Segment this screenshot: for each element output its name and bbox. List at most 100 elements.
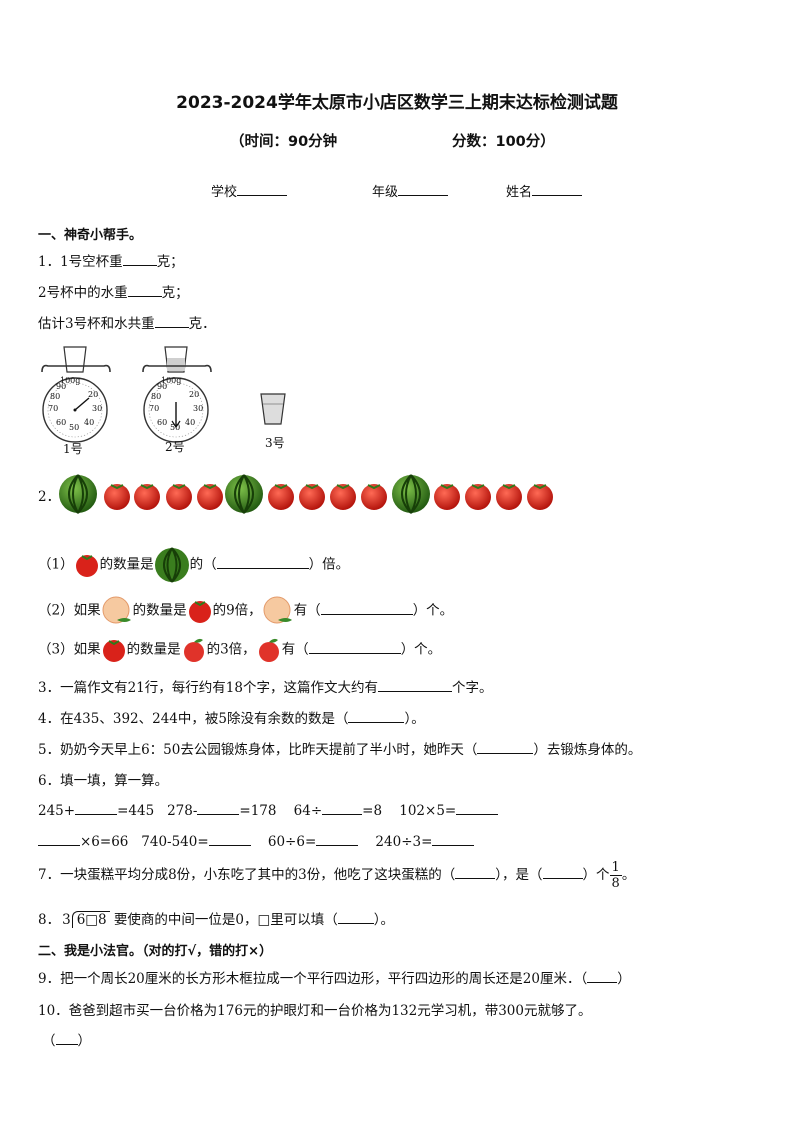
- s1-num-60: 60: [56, 418, 67, 427]
- q6-blank7[interactable]: [316, 832, 359, 846]
- q3-text-a: 3．一篇作文有21行，每行约有18个字，这篇作文大约有: [38, 680, 378, 696]
- caption-1: 1号: [63, 442, 83, 456]
- tomato-icon: [134, 484, 160, 510]
- scale-2: [142, 346, 212, 443]
- divisor: 3: [62, 912, 71, 928]
- q6-heading: 6．填一填，算一算。: [38, 773, 169, 789]
- q2-1-text-c: 的（: [189, 556, 217, 573]
- q8-text-a: 8．: [38, 912, 61, 928]
- q2-2-blank[interactable]: [320, 601, 413, 615]
- q3-blank[interactable]: [377, 678, 452, 692]
- q5: 5．奶奶今天早上6：50去公园锻炼身体，比昨天提前了半小时，她昨天（ ）去锻炼身体…: [38, 738, 641, 758]
- watermelon-icon: [154, 547, 189, 583]
- q6-r1-d: =178: [239, 803, 277, 819]
- tomato-icon: [527, 484, 553, 510]
- s1-num-30: 30: [92, 404, 103, 413]
- q6-blank5[interactable]: [38, 832, 80, 846]
- school-blank[interactable]: [237, 182, 288, 196]
- q6-r2-a: ×6=66: [80, 834, 129, 850]
- q8-text-c: ）。: [373, 912, 395, 928]
- q6-r2-b: 740-540=: [141, 834, 209, 850]
- q6-blank1[interactable]: [75, 801, 118, 815]
- tomato-icon: [75, 555, 98, 577]
- q2-sub3: （3）如果的数量是的3倍，有（）个。: [38, 636, 441, 664]
- q1-blank1[interactable]: [122, 252, 157, 266]
- tomato-icon: [166, 484, 192, 510]
- q1-text-d: 克；: [161, 285, 189, 301]
- page-title: 2023-2024学年太原市小店区数学三上期末达标检测试题: [176, 93, 618, 113]
- q1-text-b: 克；: [156, 254, 184, 270]
- q2-3-text-d: 有（: [281, 641, 309, 658]
- q1-text-e: 估计3号杯和水共重: [38, 316, 155, 332]
- q5-text-b: ）去锻炼身体的。: [533, 742, 642, 758]
- q9-blank[interactable]: [587, 969, 618, 983]
- q7-blank2[interactable]: [542, 865, 583, 879]
- watermelon-icon: [225, 474, 263, 514]
- grade-label: 年级: [372, 185, 399, 200]
- q4-text-a: 4．在435、392、244中，被5除没有余数的数是（: [38, 711, 349, 727]
- s1-num-40: 40: [84, 418, 95, 427]
- q2-3-text-a: （3）如果: [38, 641, 101, 658]
- caption-3: 3号: [265, 436, 285, 450]
- s1-num-80: 80: [50, 392, 61, 401]
- q2-1-text-b: 的数量是: [99, 556, 154, 573]
- q2-1-text-a: （1）: [38, 556, 74, 573]
- q6-row2: ×6=66 740-540= 60÷6= 240÷3=: [38, 832, 475, 850]
- s2-num-50: 50: [170, 423, 181, 432]
- peach-icon: [102, 596, 131, 624]
- q4-blank[interactable]: [348, 709, 405, 723]
- name-label: 姓名: [506, 185, 533, 200]
- q2-2-text-e: ）个。: [412, 602, 454, 619]
- q5-blank[interactable]: [477, 740, 534, 754]
- scale1-top-label: 100g: [60, 376, 81, 385]
- watermelon-icon: [59, 474, 97, 514]
- q2-2-text-d: 有（: [293, 602, 321, 619]
- q9-text-a: 9．把一个周长20厘米的长方形木框拉成一个平行四边形，平行四边形的周长还是20厘…: [38, 971, 588, 987]
- q7-blank1[interactable]: [455, 865, 496, 879]
- q2-3-text-e: ）个。: [400, 641, 442, 658]
- q1-blank2[interactable]: [127, 283, 162, 297]
- section2-heading: 二、我是小法官。（对的打√，错的打×）: [38, 944, 273, 959]
- q6-blank4[interactable]: [456, 801, 499, 815]
- scales-figure: [41, 346, 286, 443]
- tomato-icon: [102, 640, 125, 662]
- apple-icon: [258, 638, 279, 662]
- q6-r1-e: 64÷: [293, 803, 323, 819]
- grade-blank[interactable]: [398, 182, 449, 196]
- q5-text-a: 5．奶奶今天早上6：50去公园锻炼身体，比昨天提前了半小时，她昨天（: [38, 742, 478, 758]
- name-blank[interactable]: [532, 182, 583, 196]
- q2-3-blank[interactable]: [308, 640, 401, 654]
- grade-field: 年级: [372, 181, 449, 200]
- q10-paren-close: ）: [77, 1033, 92, 1049]
- q8-blank[interactable]: [337, 910, 374, 924]
- q9: 9．把一个周长20厘米的长方形木框拉成一个平行四边形，平行四边形的周长还是20厘…: [38, 967, 631, 987]
- q6-blank3[interactable]: [322, 801, 363, 815]
- s2-num-80: 80: [151, 392, 162, 401]
- q1-line2: 2号杯中的水重克；: [38, 281, 189, 301]
- tomato-icon: [299, 484, 325, 510]
- q2-2-text-a: （2）如果: [38, 602, 101, 619]
- q6-blank6[interactable]: [208, 832, 251, 846]
- q2-1-text-d: ）倍。: [308, 556, 350, 573]
- dividend: 6□8: [71, 911, 110, 928]
- q7-text-b: ），是（: [495, 867, 543, 883]
- q2-3-text-b: 的数量是: [126, 641, 181, 658]
- q6-r1-a: 245+: [38, 803, 76, 819]
- q6-r2-c: 60÷6=: [267, 834, 317, 850]
- q10-paren-open: （: [42, 1033, 56, 1049]
- q3-text-b: 个字。: [451, 680, 493, 696]
- s1-num-20: 20: [88, 390, 99, 399]
- q2-1-blank[interactable]: [216, 555, 309, 569]
- q7-text-c: ）个: [582, 867, 610, 883]
- q2-sub2: （2）如果的数量是的9倍，有（）个。: [38, 594, 453, 628]
- q1-text-f: 克．: [188, 316, 216, 332]
- apple-icon: [183, 638, 204, 662]
- q6-blank8[interactable]: [432, 832, 475, 846]
- q10-blank[interactable]: [55, 1031, 78, 1045]
- q1-blank3[interactable]: [154, 314, 189, 328]
- q6-blank2[interactable]: [197, 801, 240, 815]
- q6-r1-b: =445: [117, 803, 155, 819]
